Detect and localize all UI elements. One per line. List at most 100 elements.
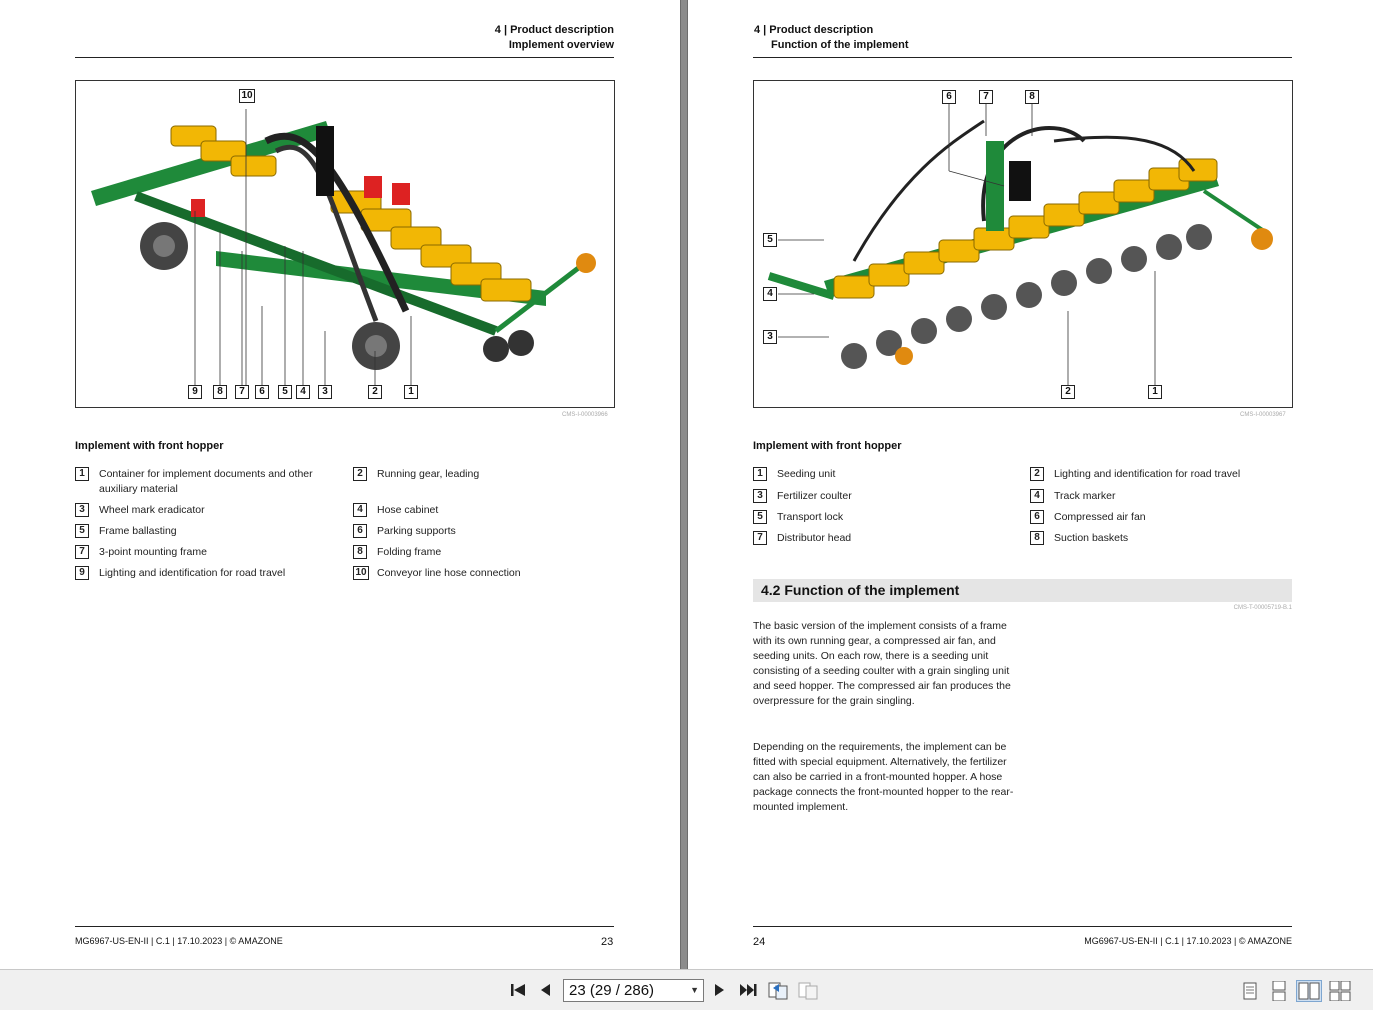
chevron-down-icon: ▼ — [690, 985, 699, 995]
legend-num: 10 — [353, 566, 369, 580]
legend-item: 3 Fertilizer coulter — [753, 489, 1008, 504]
legend-item: 2 Lighting and identification for road tr… — [1030, 467, 1285, 482]
last-page-icon[interactable] — [737, 979, 759, 1001]
header-rule — [753, 57, 1292, 58]
callout-7: 7 — [979, 90, 993, 104]
document-viewport[interactable]: 4 | Product description Implement overvi… — [0, 0, 1373, 969]
body-paragraph: The basic version of the implement consi… — [753, 620, 1011, 707]
header-chapter: 4 | Product description — [754, 24, 874, 36]
legend-item: 4 Track marker — [1030, 489, 1285, 504]
legend-item: 7 3-point mounting frame — [75, 545, 330, 560]
legend-num: 6 — [1030, 510, 1044, 524]
legend-text: Seeding unit — [777, 468, 836, 480]
seed-drill-illustration — [91, 109, 596, 391]
legend-num: 7 — [75, 545, 89, 559]
legend-num: 8 — [353, 545, 367, 559]
footer-rule — [75, 926, 614, 927]
next-page-icon[interactable] — [711, 979, 729, 1001]
page-header: 4 | Product description Function of the … — [754, 23, 909, 53]
legend-item: 10 Conveyor line hose connection — [353, 566, 608, 581]
legend-item: 2 Running gear, leading — [353, 467, 608, 482]
header-rule — [75, 57, 614, 58]
page-number: 24 — [753, 936, 766, 948]
legend-text: Transport lock — [777, 511, 844, 523]
legend-num: 8 — [1030, 531, 1044, 545]
legend-num: 6 — [353, 524, 367, 538]
legend-num: 9 — [75, 566, 89, 580]
legend-num: 3 — [75, 503, 89, 517]
callout-5: 5 — [278, 385, 292, 399]
legend-item: 1 Container for implement documents and o… — [75, 467, 330, 497]
legend-item: 7 Distributor head — [753, 531, 1008, 546]
single-page-view-icon[interactable] — [1237, 980, 1263, 1002]
callout-8: 8 — [213, 385, 227, 399]
legend-text: Running gear, leading — [377, 468, 480, 480]
legend-num: 2 — [353, 467, 367, 481]
callout-2: 2 — [1061, 385, 1075, 399]
previous-page-icon[interactable] — [536, 979, 554, 1001]
first-page-icon[interactable] — [508, 979, 528, 1001]
go-forward-view-icon[interactable] — [796, 979, 820, 1001]
legend-text: Distributor head — [777, 532, 852, 544]
section-id: CMS-T-00005719-B.1 — [1233, 605, 1292, 611]
legend-text: 3-point mounting frame — [99, 546, 207, 558]
page-header: 4 | Product description Implement overvi… — [495, 23, 614, 53]
legend-num: 4 — [353, 503, 367, 517]
legend-text: Lighting and identification for road tra… — [99, 567, 286, 579]
header-section: Implement overview — [508, 39, 614, 51]
section-heading: 4.2 Function of the implement — [753, 579, 1292, 602]
legend-item: 5 Transport lock — [753, 510, 1008, 525]
legend-num: 4 — [1030, 489, 1044, 503]
legend-title: Implement with front hopper — [75, 440, 224, 452]
callout-4: 4 — [763, 287, 777, 301]
legend-item: 6 Parking supports — [353, 524, 608, 539]
callout-3: 3 — [318, 385, 332, 399]
continuous-view-icon[interactable] — [1266, 980, 1292, 1002]
legend-num: 7 — [753, 531, 767, 545]
legend-num: 2 — [1030, 467, 1044, 481]
callout-5: 5 — [763, 233, 777, 247]
callout-6: 6 — [255, 385, 269, 399]
two-page-view-icon[interactable] — [1296, 980, 1322, 1002]
legend-text: Frame ballasting — [99, 525, 177, 537]
header-section: Function of the implement — [771, 39, 909, 51]
legend-text: Container for implement documents and ot… — [99, 468, 313, 495]
legend-text: Conveyor line hose connection — [377, 567, 521, 579]
legend-num: 5 — [753, 510, 767, 524]
implement-function-figure: 6 7 8 5 4 3 2 1 — [753, 80, 1293, 408]
callout-6: 6 — [942, 90, 956, 104]
legend-item: 9 Lighting and identification for road tr… — [75, 566, 330, 581]
callout-8: 8 — [1025, 90, 1039, 104]
legend-num: 1 — [75, 467, 89, 481]
footer-rule — [753, 926, 1292, 927]
page-number-select[interactable]: 23 (29 / 286) ▼ — [563, 979, 704, 1002]
legend-text: Hose cabinet — [377, 504, 439, 516]
go-back-view-icon[interactable] — [766, 979, 790, 1001]
callout-4: 4 — [296, 385, 310, 399]
legend-text: Wheel mark eradicator — [99, 504, 205, 516]
legend-text: Track marker — [1054, 490, 1116, 502]
legend-item: 5 Frame ballasting — [75, 524, 330, 539]
callout-7: 7 — [235, 385, 249, 399]
legend-text: Fertilizer coulter — [777, 490, 852, 502]
legend-text: Parking supports — [377, 525, 456, 537]
callout-3: 3 — [763, 330, 777, 344]
footer-doc-info: MG6967-US-EN-II | C.1 | 17.10.2023 | © A… — [75, 936, 283, 946]
legend-num: 3 — [753, 489, 767, 503]
legend-text: Lighting and identification for road tra… — [1054, 468, 1241, 480]
legend-title: Implement with front hopper — [753, 440, 902, 452]
figure-id: CMS-I-00003967 — [1240, 412, 1286, 418]
callout-9: 9 — [188, 385, 202, 399]
two-page-continuous-view-icon[interactable] — [1327, 980, 1353, 1002]
callout-10: 10 — [239, 89, 255, 103]
legend-text: Folding frame — [377, 546, 442, 558]
legend-num: 5 — [75, 524, 89, 538]
legend-item: 8 Folding frame — [353, 545, 608, 560]
page-23: 4 | Product description Implement overvi… — [0, 0, 680, 969]
page-number: 23 — [601, 936, 614, 948]
legend-item: 3 Wheel mark eradicator — [75, 503, 330, 518]
legend-item: 4 Hose cabinet — [353, 503, 608, 518]
